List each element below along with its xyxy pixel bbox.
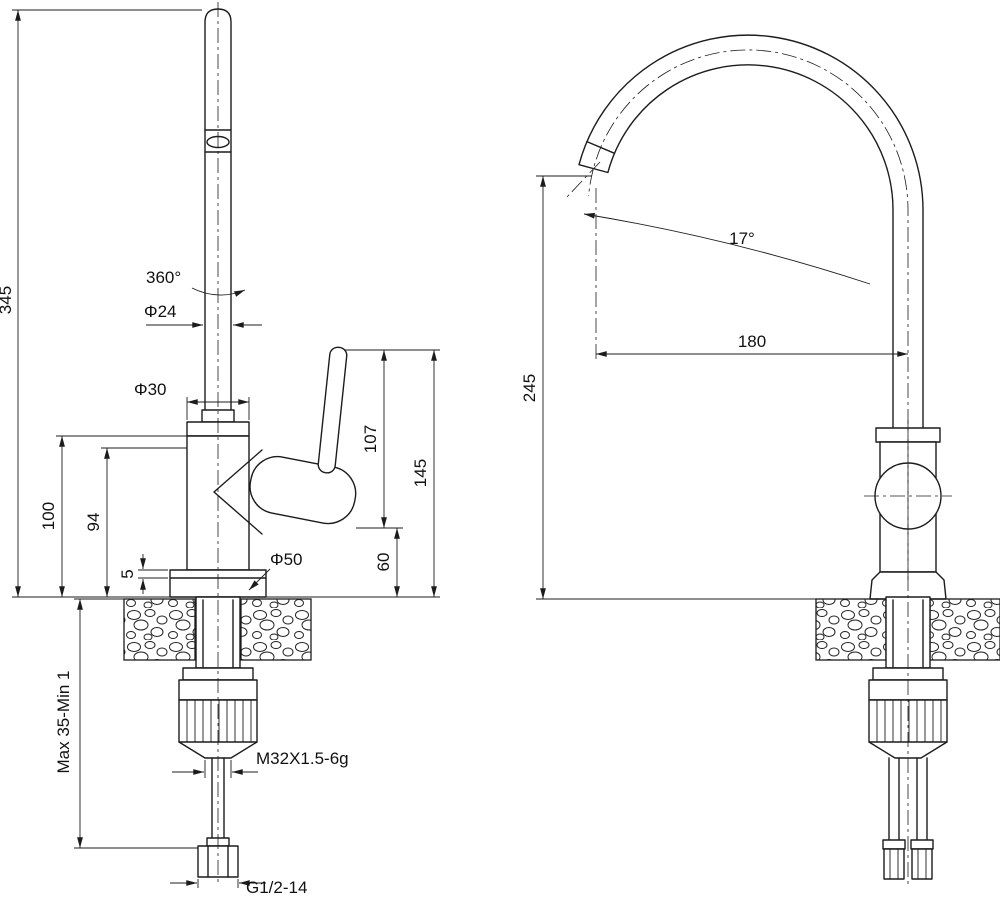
dim-shank-thread: M32X1.5-6g (256, 749, 349, 768)
dim-spout-reach: 180 (738, 332, 766, 351)
dim-base-dia: Φ50 (270, 550, 302, 569)
gooseneck-centerline (588, 49, 909, 580)
gooseneck-outline (578, 34, 924, 430)
leader-phi50 (248, 568, 271, 591)
side-mounting-nut-ribs (876, 700, 942, 742)
dim-outlet-height: 245 (520, 374, 539, 402)
swivel-arc (191, 287, 246, 297)
countertop-left (123, 598, 196, 661)
side-countertop-right (929, 598, 1000, 661)
front-dimensions: 345 360° Φ24 Φ30 107 145 100 94 5 (0, 9, 440, 897)
body-cone-lines (213, 449, 263, 535)
handle-lever (317, 346, 348, 474)
dim-handle-pivot-height: 60 (374, 553, 393, 572)
dim-spout-dia: Φ24 (144, 302, 176, 321)
dim-outlet-angle: 17° (729, 229, 755, 248)
dim-body-height2: 94 (84, 513, 103, 532)
dim-handle-top-height: 145 (411, 459, 430, 487)
dim-inlet-thread: G1/2-14 (246, 878, 307, 897)
dim-swivel: 360° (146, 268, 181, 287)
dim-deck-thickness: Max 35-Min 1 (54, 671, 73, 774)
dim-handle-len: 107 (361, 425, 380, 453)
dim-collar-dia: Φ30 (134, 380, 166, 399)
side-view (565, 34, 1000, 886)
dim-overall-height: 345 (0, 286, 15, 314)
side-countertop-left (815, 598, 887, 661)
hose-collar-left (882, 839, 906, 850)
countertop-right (240, 598, 312, 661)
dim-body-height: 100 (39, 502, 58, 530)
side-dimensions: 17° 245 180 (520, 175, 908, 600)
hose-nut-right (911, 848, 933, 880)
front-view (123, 2, 357, 886)
outlet-axis-centerline (565, 161, 601, 199)
dim-base-lip: 5 (118, 569, 137, 578)
hose-nut-left (883, 848, 905, 880)
mounting-nut-ribs (186, 700, 252, 742)
angle-arc-17 (583, 212, 871, 285)
handle-mount (249, 455, 357, 525)
hose-collar-right (910, 839, 934, 850)
